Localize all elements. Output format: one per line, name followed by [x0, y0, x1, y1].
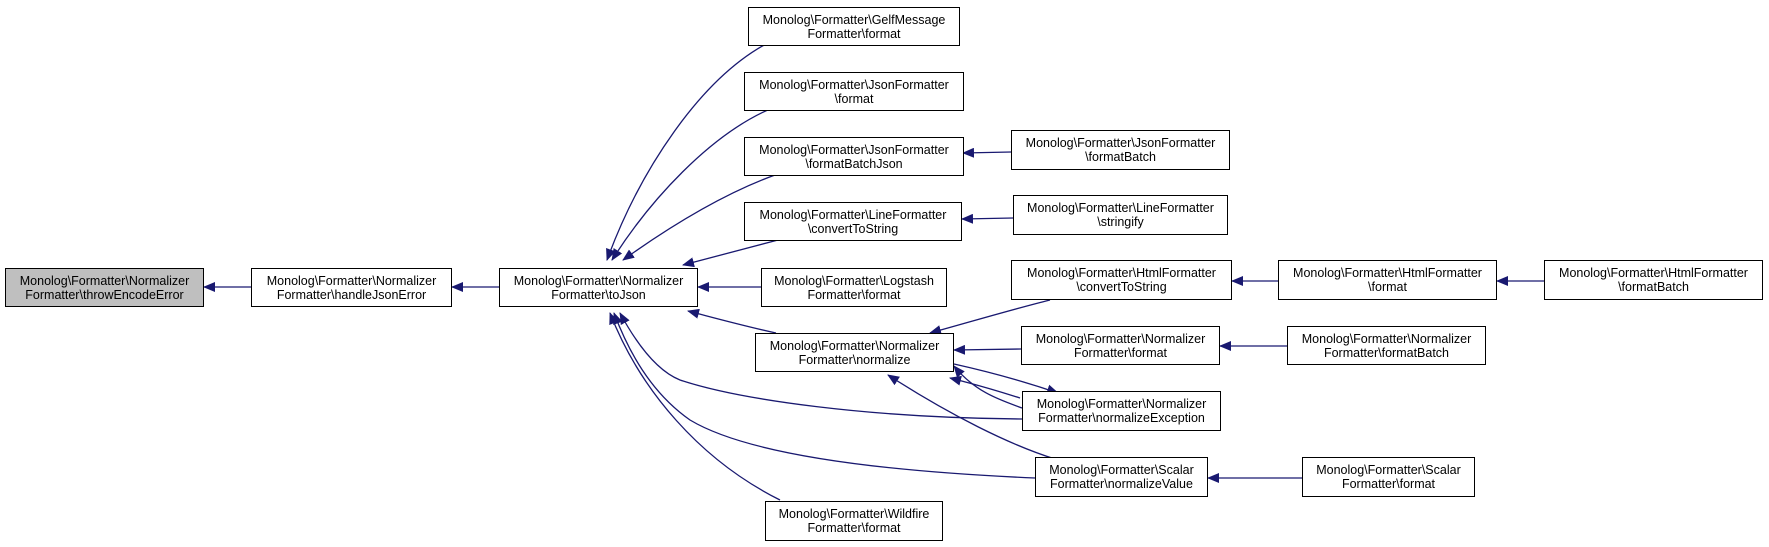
node-label-line2: \formatBatchJson — [805, 156, 903, 171]
edge-normalizeException-to-normalize-2 — [953, 363, 1059, 395]
node-label-line2: Formatter\format — [1341, 477, 1436, 491]
node-label-line1: Monolog\Formatter\Normalizer — [266, 273, 437, 288]
edge-scalarNormalizeValue-to-normalize — [887, 374, 1056, 460]
node-handleJsonError[interactable]: Monolog\Formatter\Normalizer Formatter\h… — [251, 268, 452, 307]
node-label-line1: Monolog\Formatter\Wildfire — [778, 507, 930, 521]
node-jsonFormatBatch[interactable]: Monolog\Formatter\JsonFormatter \formatB… — [1011, 130, 1230, 170]
edge-htmlConvertToString-to-normalize — [929, 299, 1051, 335]
node-throwEncodeError: Monolog\Formatter\Normalizer Formatter\t… — [5, 268, 204, 307]
node-label-line2: \stringify — [1097, 215, 1144, 229]
node-label-line2: \convertToString — [1076, 280, 1167, 294]
node-normalize[interactable]: Monolog\Formatter\Normalizer Formatter\n… — [755, 333, 954, 372]
node-normalizerFormatBatch[interactable]: Monolog\Formatter\Normalizer Formatter\f… — [1287, 326, 1486, 365]
node-label-line1: Monolog\Formatter\HtmlFormatter — [1027, 266, 1216, 280]
edge-normalizeException-to-normalize-3 — [949, 375, 1021, 399]
node-label-line2: Formatter\format — [807, 26, 901, 41]
edge-wildfireFormat-to-toJson — [609, 312, 781, 501]
node-jsonFormatBatchJson[interactable]: Monolog\Formatter\JsonFormatter \formatB… — [744, 137, 964, 176]
edge-normalizerFormat-to-normalize — [953, 344, 1022, 355]
node-label-line1: Monolog\Formatter\GelfMessage — [762, 12, 946, 27]
node-label-line2: \convertToString — [807, 221, 899, 236]
node-lineConvertToString[interactable]: Monolog\Formatter\LineFormatter \convert… — [744, 202, 962, 241]
node-label-line1: Monolog\Formatter\HtmlFormatter — [1293, 266, 1482, 280]
node-htmlFormat[interactable]: Monolog\Formatter\HtmlFormatter \format — [1278, 260, 1497, 300]
node-label-line1: Monolog\Formatter\Normalizer — [1035, 331, 1206, 346]
edge-normalizeException-to-normalize-1 — [953, 365, 1023, 409]
edge-jsonFormat-to-toJson — [611, 108, 771, 261]
node-label-line1: Monolog\Formatter\LineFormatter — [759, 207, 947, 222]
edge-jsonFormatBatchJson-to-toJson — [622, 174, 776, 261]
node-label-line2: Formatter\throwEncodeError — [25, 287, 184, 302]
node-label-line1: Monolog\Formatter\JsonFormatter — [1025, 136, 1216, 150]
edge-normalize-to-toJson — [687, 308, 777, 334]
node-wildfireFormat[interactable]: Monolog\Formatter\Wildfire Formatter\for… — [765, 501, 943, 541]
edge-gelfFormat-to-toJson — [606, 43, 767, 261]
node-label-line2: Formatter\normalizeValue — [1050, 477, 1193, 491]
edge-normalizeException-to-toJson — [619, 312, 1023, 420]
edge-lineConvertToString-to-toJson — [682, 239, 779, 268]
node-label-line2: \formatBatch — [1618, 280, 1689, 294]
node-label-line1: Monolog\Formatter\Scalar — [1316, 463, 1461, 477]
node-label-line1: Monolog\Formatter\Normalizer — [19, 273, 190, 288]
node-label-line2: Formatter\format — [807, 287, 901, 302]
node-label-line2: \format — [834, 91, 874, 106]
node-scalarNormalizeValue[interactable]: Monolog\Formatter\Scalar Formatter\norma… — [1035, 457, 1208, 497]
edge-lineStringify-to-lineConvertToString — [961, 213, 1014, 224]
node-label-line2: \format — [1368, 280, 1407, 294]
node-label-line1: Monolog\Formatter\Normalizer — [1036, 397, 1207, 411]
node-label-line2: Formatter\normalizeException — [1038, 411, 1205, 425]
node-label-line2: \formatBatch — [1085, 150, 1156, 164]
node-label-line1: Monolog\Formatter\Scalar — [1049, 463, 1194, 477]
node-label-line1: Monolog\Formatter\LineFormatter — [1027, 201, 1214, 215]
node-label-line1: Monolog\Formatter\JsonFormatter — [759, 77, 949, 92]
node-label-line1: Monolog\Formatter\Normalizer — [1301, 331, 1472, 346]
node-label-line2: Formatter\normalize — [798, 352, 911, 367]
node-jsonFormat[interactable]: Monolog\Formatter\JsonFormatter \format — [744, 72, 964, 111]
node-label-line1: Monolog\Formatter\Normalizer — [769, 338, 940, 353]
node-htmlFormatBatch[interactable]: Monolog\Formatter\HtmlFormatter \formatB… — [1544, 260, 1763, 300]
node-htmlConvertToString[interactable]: Monolog\Formatter\HtmlFormatter \convert… — [1011, 260, 1232, 300]
edge-jsonFormatBatch-to-jsonFormatBatchJson — [962, 147, 1012, 158]
node-gelfFormat[interactable]: Monolog\Formatter\GelfMessage Formatter\… — [748, 7, 960, 46]
node-lineStringify[interactable]: Monolog\Formatter\LineFormatter \stringi… — [1013, 195, 1228, 235]
node-label-line2: Formatter\formatBatch — [1323, 345, 1450, 360]
node-scalarFormat[interactable]: Monolog\Formatter\Scalar Formatter\forma… — [1302, 457, 1475, 497]
node-label-line1: Monolog\Formatter\Logstash — [774, 273, 934, 288]
node-label-line1: Monolog\Formatter\JsonFormatter — [759, 142, 949, 157]
node-label-line1: Monolog\Formatter\Normalizer — [513, 273, 684, 288]
node-label-line2: Formatter\toJson — [551, 287, 646, 302]
node-logstashFormat[interactable]: Monolog\Formatter\Logstash Formatter\for… — [761, 268, 947, 307]
node-normalizerFormat[interactable]: Monolog\Formatter\Normalizer Formatter\f… — [1021, 326, 1220, 365]
node-normalizeException[interactable]: Monolog\Formatter\Normalizer Formatter\n… — [1022, 391, 1221, 431]
edge-scalarNormalizeValue-to-toJson — [613, 312, 1036, 479]
node-label-line2: Formatter\format — [807, 521, 901, 535]
node-toJson[interactable]: Monolog\Formatter\Normalizer Formatter\t… — [499, 268, 698, 307]
node-label-line2: Formatter\format — [1073, 345, 1168, 360]
node-label-line1: Monolog\Formatter\HtmlFormatter — [1559, 266, 1748, 280]
node-label-line2: Formatter\handleJsonError — [276, 287, 427, 302]
